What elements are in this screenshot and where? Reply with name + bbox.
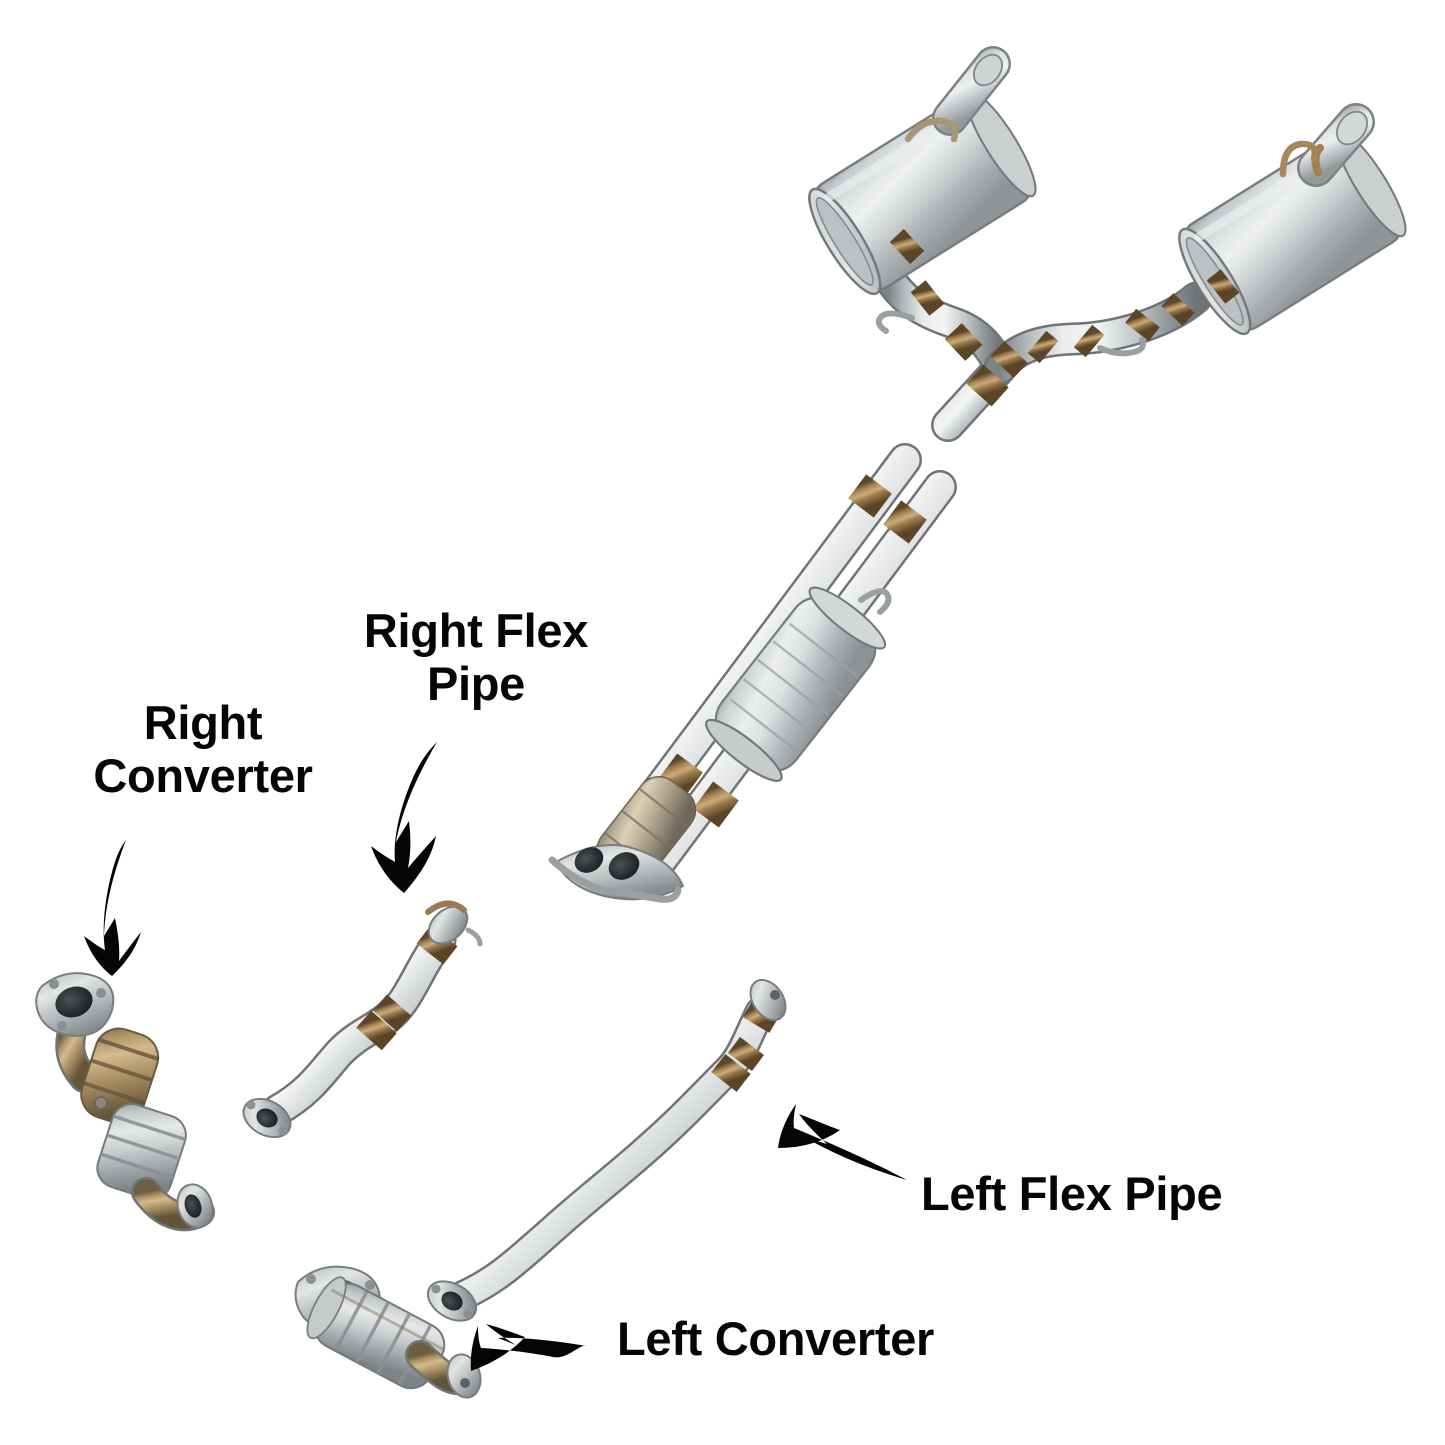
right-converter-outlet-flange: [176, 1183, 214, 1229]
label-right-flex-pipe: Right Flex Pipe: [363, 604, 589, 710]
left-converter-part: [294, 1265, 491, 1399]
label-left-flex-pipe: Left Flex Pipe: [921, 1167, 1223, 1220]
hanger-bracket-left: [875, 310, 915, 334]
front-flange: [548, 844, 685, 903]
tailpipe-right: [1297, 103, 1375, 187]
muffler-left: [808, 90, 1037, 296]
label-left-converter: Left Converter: [617, 1312, 935, 1365]
hanger-bracket-right: [1097, 337, 1146, 357]
hanger-bracket-mid: [858, 588, 892, 615]
main-exhaust-assembly: [548, 46, 1407, 903]
right-flex-lower-flange: [242, 1097, 292, 1139]
y-pipe: [871, 259, 1213, 442]
tailpipe-left: [932, 46, 1011, 136]
y-joint-clamps: [944, 323, 1105, 407]
arrow-right-converter: [84, 840, 141, 976]
resonator: [705, 586, 887, 782]
arrow-left-converter: [470, 1324, 587, 1371]
left-flex-upper-flange: [749, 978, 787, 1022]
arrow-right-flex-pipe: [371, 742, 437, 893]
label-right-converter: Right Converter: [93, 696, 313, 802]
right-flex-pipe-part: [242, 900, 483, 1139]
tailpipe-hanger-right: [1279, 140, 1318, 178]
left-flex-pipe-part: [426, 978, 787, 1322]
right-flex-upper-flange: [425, 900, 483, 947]
arrow-left-flex-pipe: [778, 1104, 907, 1180]
right-converter-part: [35, 972, 215, 1232]
annotation-arrows: [84, 742, 907, 1371]
tailpipe-hanger-left: [904, 117, 959, 143]
left-flex-lower-flange: [426, 1280, 478, 1322]
right-converter-inlet-flange: [35, 972, 115, 1038]
